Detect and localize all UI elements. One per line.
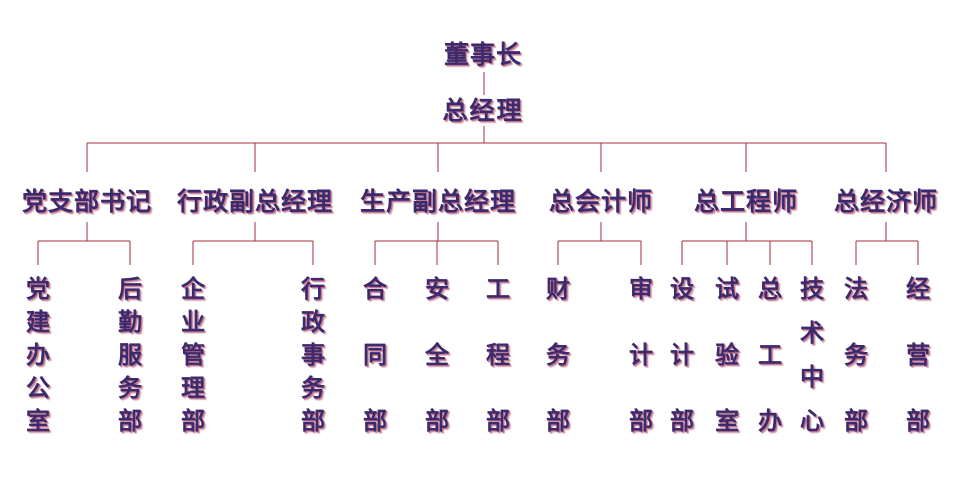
department-char: 党	[26, 275, 50, 303]
department-char: 行	[301, 275, 325, 303]
department-char: 务	[301, 374, 325, 402]
department-char: 务	[118, 374, 142, 402]
department-char: 部	[844, 407, 868, 435]
department-char: 理	[181, 374, 205, 402]
node-division: 总经济师	[833, 187, 939, 216]
node-division: 党支部书记	[21, 187, 153, 216]
department-char: 部	[425, 407, 449, 435]
department-char: 建	[26, 308, 50, 336]
department-char: 经	[906, 275, 930, 303]
department-char: 部	[301, 407, 325, 435]
department-char: 部	[363, 407, 387, 435]
department-char: 法	[844, 275, 868, 303]
department-char: 业	[181, 308, 205, 336]
department-char: 部	[546, 407, 570, 435]
department-char: 服	[118, 341, 142, 369]
department-char: 程	[486, 341, 510, 369]
department-char: 计	[670, 341, 694, 369]
department-char: 管	[181, 341, 205, 369]
department-char: 事	[301, 341, 325, 369]
department-char: 安	[425, 275, 449, 303]
node-division: 生产副总经理	[359, 187, 517, 216]
department-char: 后	[118, 275, 142, 303]
department-char: 勤	[118, 308, 142, 336]
department-char: 务	[844, 341, 868, 369]
department-char: 部	[486, 407, 510, 435]
department-char: 中	[800, 363, 824, 391]
department-char: 财	[546, 275, 570, 303]
department-char: 部	[629, 407, 653, 435]
department-char: 办	[758, 407, 782, 435]
department-char: 部	[670, 407, 694, 435]
department-char: 部	[181, 407, 205, 435]
node-division: 行政副总经理	[176, 187, 334, 216]
department-char: 公	[26, 374, 50, 402]
department-char: 总	[758, 275, 782, 303]
department-char: 心	[800, 407, 824, 435]
department-char: 营	[906, 341, 930, 369]
department-char: 部	[118, 407, 142, 435]
department-char: 务	[546, 341, 570, 369]
department-char: 术	[800, 319, 824, 347]
department-char: 工	[758, 341, 782, 369]
department-char: 部	[906, 407, 930, 435]
department-char: 设	[670, 275, 694, 303]
department-char: 合	[363, 275, 387, 303]
department-char: 审	[629, 275, 653, 303]
department-char: 全	[425, 341, 449, 369]
node-division: 总工程师	[693, 187, 799, 216]
department-char: 室	[715, 407, 739, 435]
node-division: 总会计师	[548, 187, 654, 216]
node-general-manager: 总经理	[442, 96, 524, 125]
node-chairman: 董事长	[443, 40, 523, 69]
department-char: 试	[715, 275, 739, 303]
department-char: 技	[800, 275, 824, 303]
department-char: 办	[26, 341, 50, 369]
department-char: 企	[181, 275, 205, 303]
department-char: 工	[486, 275, 510, 303]
department-char: 同	[363, 341, 387, 369]
department-char: 计	[629, 341, 653, 369]
department-char: 验	[715, 341, 739, 369]
department-char: 政	[301, 308, 325, 336]
department-char: 室	[26, 407, 50, 435]
